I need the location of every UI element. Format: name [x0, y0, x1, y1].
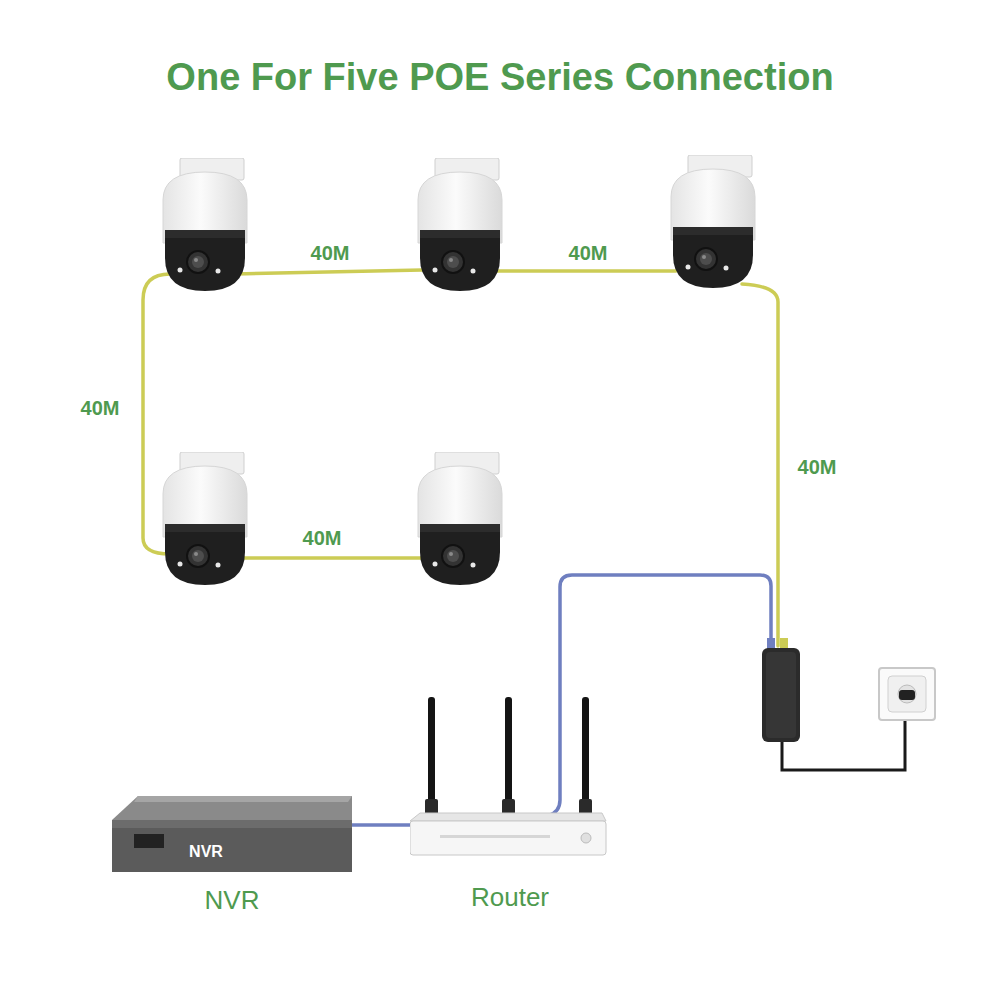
diagram-title: One For Five POE Series Connection	[0, 56, 1000, 99]
cable-length: 40M	[78, 397, 123, 420]
device-label: Router	[471, 882, 549, 913]
cable-length: 40M	[300, 527, 345, 550]
network-cable	[352, 823, 410, 827]
cable-length: 40M	[308, 242, 353, 265]
device-face-text: NVR	[189, 843, 223, 861]
device-label: NVR	[205, 885, 260, 916]
router-device	[410, 695, 610, 865]
nvr-device	[112, 790, 352, 880]
cable-length: 40M	[566, 242, 611, 265]
nvr-box: NVR NVR	[112, 790, 352, 920]
router-box: Router	[410, 695, 610, 920]
cable-length: 40M	[795, 456, 840, 479]
